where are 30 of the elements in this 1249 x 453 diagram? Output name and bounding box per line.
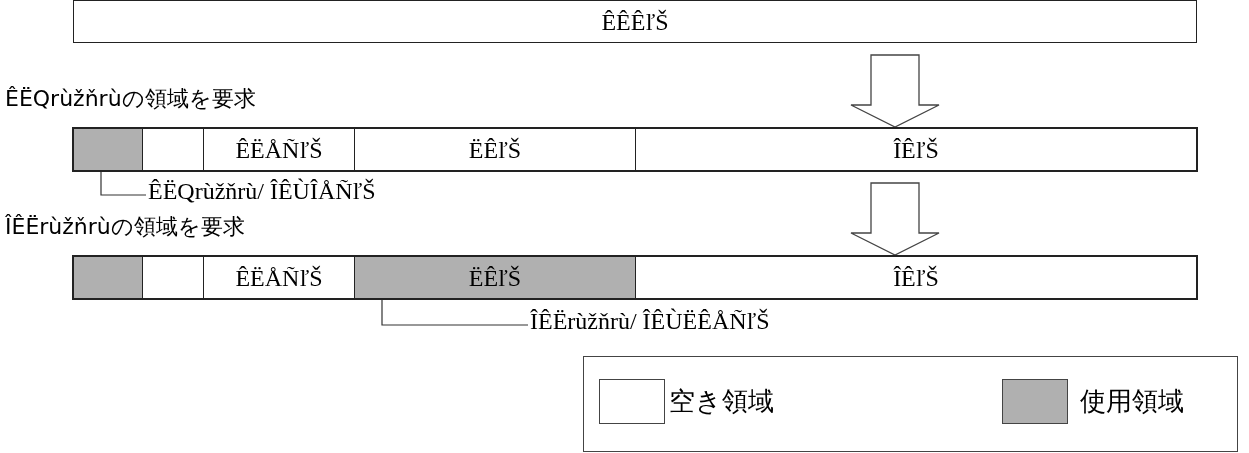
legend-label: 使用領域 (1080, 388, 1184, 414)
memory-block (142, 256, 204, 299)
leader-line (381, 298, 529, 326)
size-label: ËÊľŠ (468, 137, 522, 162)
size-label: ÎÊľŠ (893, 265, 939, 290)
address-annotation: ÎÊËrùžňrù/ ÎÊÙËÊÅÑľŠ (530, 302, 870, 340)
memory-block (73, 256, 143, 299)
legend-label: 空き領域 (669, 388, 774, 414)
size-label: ËÊľŠ (468, 265, 522, 290)
size-label: ÊËÅÑľŠ (235, 137, 323, 162)
memory-block (73, 128, 143, 171)
memory-bar (73, 0, 1197, 43)
size-label: ÊÊÊľŠ (601, 9, 669, 34)
size-label: ÊËÅÑľŠ (235, 265, 323, 290)
memory-bar (73, 128, 1197, 171)
block-arrow (850, 54, 940, 128)
memory-segment (354, 256, 636, 299)
memory-segment (635, 128, 1197, 171)
block-arrow (850, 182, 940, 256)
size-label: ÎÊľŠ (893, 137, 939, 162)
leader-line (100, 170, 147, 196)
request-label: ÎÊËrùžňrùの領域を要求 (5, 216, 245, 238)
memory-segment (203, 256, 355, 299)
request-label: ÊËQrùžňrùの領域を要求 (5, 88, 256, 110)
memory-segment (203, 128, 355, 171)
memory-segment (354, 128, 636, 171)
memory-block (142, 128, 204, 171)
address-annotation: ÊËQrùžňrù/ ÎÊÙÎÅÑľŠ (148, 172, 478, 210)
memory-bar (73, 256, 1197, 299)
memory-segment (635, 256, 1197, 299)
